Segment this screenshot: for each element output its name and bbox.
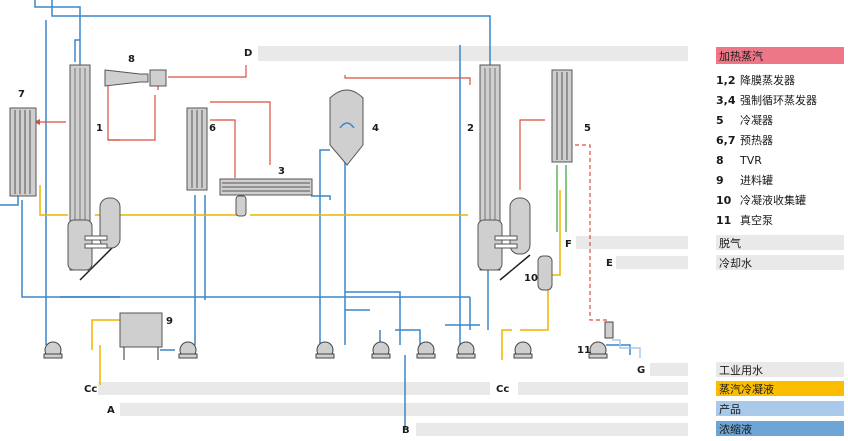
legend-cooling-swatch <box>716 255 844 270</box>
pump <box>178 341 198 359</box>
pump <box>456 341 476 359</box>
label-11: 11 <box>577 345 591 356</box>
preheater-6 <box>186 107 208 191</box>
label-A: A <box>107 405 115 416</box>
bar-E <box>616 256 688 269</box>
evaporator-2 <box>477 64 531 271</box>
vacuum-pump <box>588 321 614 359</box>
cooling-lines <box>556 165 567 232</box>
tvr-8 <box>104 69 167 87</box>
label-5: 5 <box>584 123 591 134</box>
legend-product: 产品 <box>719 402 741 416</box>
label-E: E <box>606 258 613 269</box>
legend-cooling: 冷却水 <box>719 257 752 270</box>
legend-text-7: 真空泵 <box>740 213 773 227</box>
label-D: D <box>244 48 252 59</box>
legend-condensate-swatch <box>716 381 844 396</box>
label-6: 6 <box>209 123 216 134</box>
label-3: 3 <box>278 166 285 177</box>
pump <box>371 341 391 359</box>
legend-text-6: 冷凝液收集罐 <box>740 193 806 207</box>
bar-D <box>258 46 688 61</box>
legend-degas: 脱气 <box>719 236 741 250</box>
legend-concentrate: 浓缩液 <box>719 422 752 436</box>
legend-text-1: 强制循环蒸发器 <box>740 93 817 107</box>
legend-steam-label: 加热蒸汽 <box>719 49 763 63</box>
bar-B <box>416 423 688 436</box>
legend: 加热蒸汽 1,2 降膜蒸发器 3,4 强制循环蒸发器 5 冷凝器 6,7 预热器… <box>716 47 844 436</box>
legend-condensate: 蒸汽冷凝液 <box>719 382 774 396</box>
evaporator-1 <box>67 64 121 271</box>
stream-labels: D F E G Cc Cc A B <box>84 48 645 436</box>
product-lines <box>0 0 631 428</box>
legend-text-2: 冷凝器 <box>740 113 773 127</box>
vapor-dashed <box>568 144 608 321</box>
pump <box>43 341 63 359</box>
label-B: B <box>402 425 410 436</box>
label-9: 9 <box>166 316 173 327</box>
preheater-7 <box>9 107 37 197</box>
pump <box>416 341 436 359</box>
steam-lines <box>40 65 545 190</box>
label-10: 10 <box>524 273 538 284</box>
legend-num-5: 9 <box>716 174 724 187</box>
bar-F <box>576 236 688 249</box>
bar-A <box>120 403 688 416</box>
legend-degas-swatch <box>716 235 844 250</box>
label-8: 8 <box>128 54 135 65</box>
legend-text-4: TVR <box>739 154 762 167</box>
bar-Cc-left <box>98 382 490 395</box>
legend-num-2: 5 <box>716 114 724 127</box>
legend-num-0: 1,2 <box>716 74 736 87</box>
legend-text-0: 降膜蒸发器 <box>740 73 795 87</box>
label-Cc-left: Cc <box>84 384 97 395</box>
legend-num-7: 11 <box>716 214 731 227</box>
legend-process-water-swatch <box>716 362 844 377</box>
label-4: 4 <box>372 123 379 134</box>
pump <box>513 341 533 359</box>
legend-product-swatch <box>716 401 844 416</box>
bar-G <box>650 363 688 376</box>
vacuum-lines <box>612 339 641 358</box>
legend-text-3: 预热器 <box>740 134 773 147</box>
legend-text-5: 进料罐 <box>740 173 773 187</box>
feed-tank-9 <box>119 312 163 360</box>
stream-bars <box>98 46 688 436</box>
legend-process-water: 工业用水 <box>719 364 763 377</box>
legend-num-3: 6,7 <box>716 134 736 147</box>
bar-Cc-right <box>518 382 688 395</box>
condensate-tank-10 <box>537 255 553 291</box>
label-2: 2 <box>467 123 474 134</box>
steam-arrow <box>34 119 40 125</box>
legend-num-6: 10 <box>716 194 732 207</box>
pump <box>315 341 335 359</box>
separator-4 <box>329 89 364 166</box>
label-1: 1 <box>96 123 103 134</box>
legend-num-1: 3,4 <box>716 94 736 107</box>
legend-steam-swatch <box>716 47 844 64</box>
exchanger-3 <box>219 178 313 217</box>
support-lines <box>79 244 531 281</box>
label-F: F <box>565 239 572 250</box>
legend-num-4: 8 <box>716 154 724 167</box>
legend-concentrate-swatch <box>716 421 844 436</box>
label-7: 7 <box>18 89 25 100</box>
pumps <box>43 321 614 359</box>
label-G: G <box>637 365 645 376</box>
label-Cc-right: Cc <box>496 384 509 395</box>
equipment-labels: 7 1 8 6 3 4 2 5 10 9 11 <box>18 54 591 356</box>
condenser-5 <box>551 69 573 163</box>
